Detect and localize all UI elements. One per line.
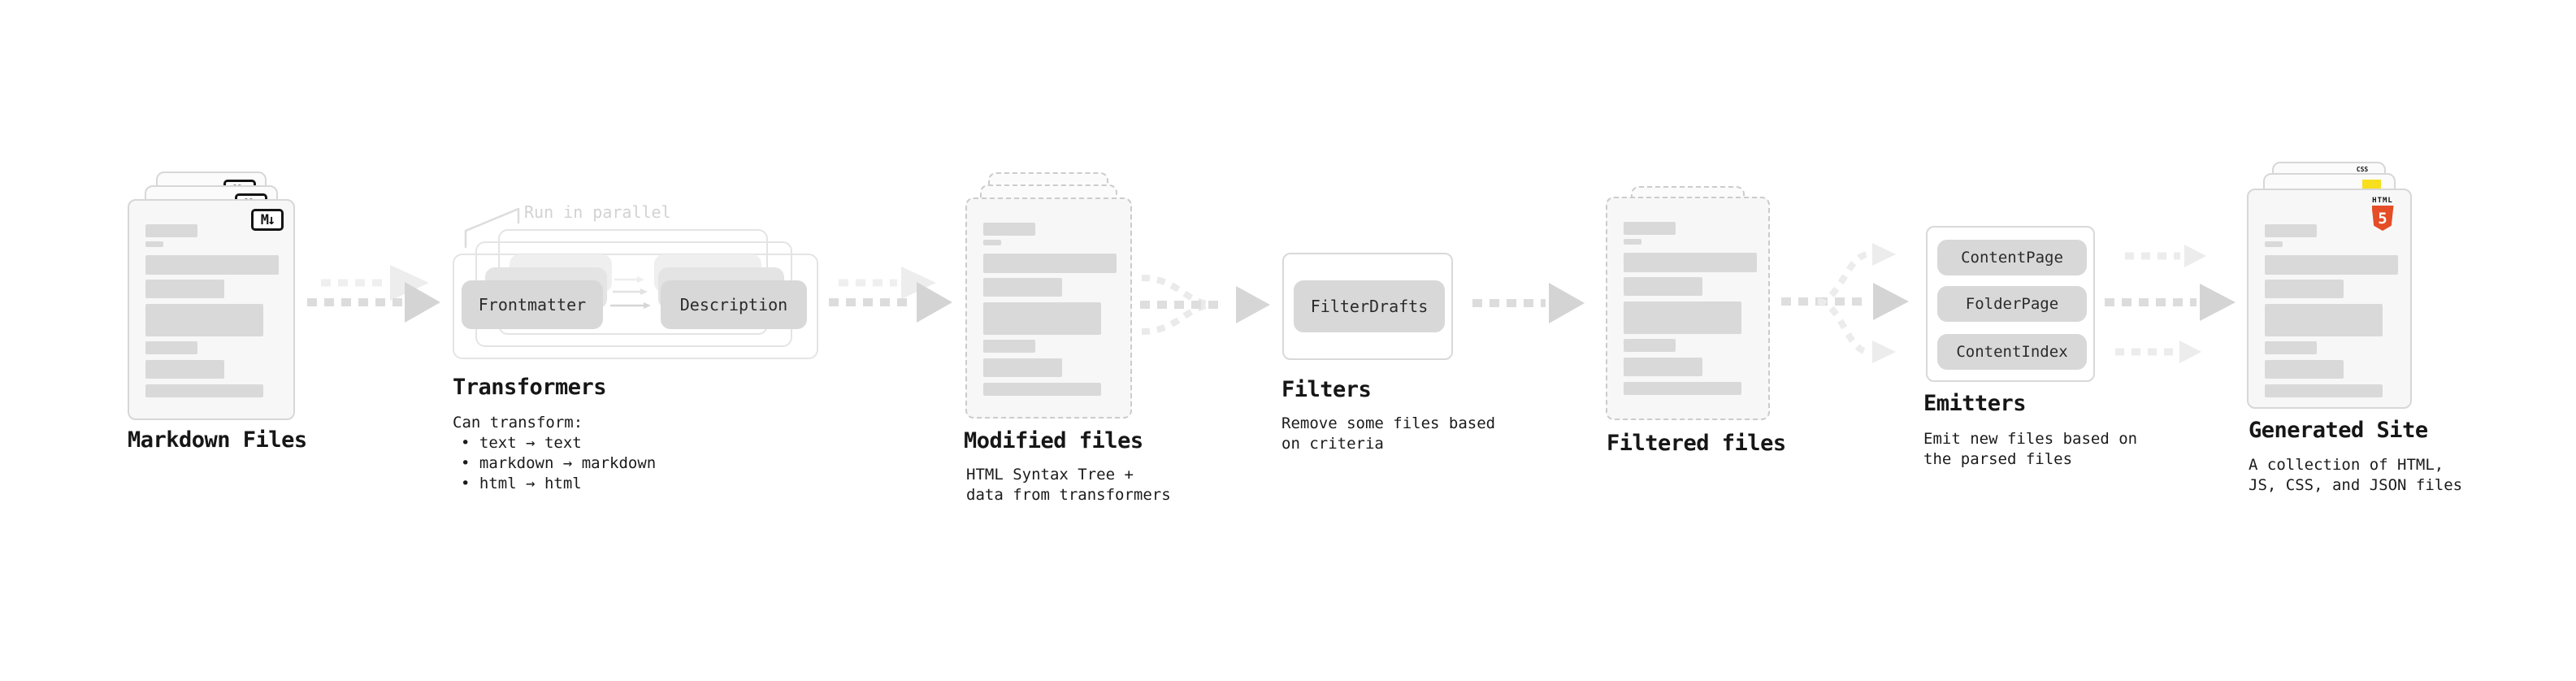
transformers-title: Transformers bbox=[453, 375, 607, 400]
skeleton-bar bbox=[145, 341, 197, 354]
bullet-item: • markdown → markdown bbox=[461, 454, 657, 472]
transformers-description: Can transform: • text → text • markdown … bbox=[453, 413, 656, 494]
subtitle-line: data from transformers bbox=[966, 486, 1171, 504]
skeleton-bar bbox=[145, 224, 197, 237]
skeleton-bar bbox=[2265, 384, 2383, 397]
skeleton-bar bbox=[2265, 241, 2283, 247]
document-skeleton bbox=[1624, 198, 1757, 395]
bullet-item: • html → html bbox=[461, 475, 582, 492]
emitters-box: ContentPage FolderPage ContentIndex bbox=[1926, 226, 2095, 382]
skeleton-bar bbox=[983, 358, 1062, 377]
transform-bullet-list: • text → text • markdown → markdown • ht… bbox=[453, 433, 656, 494]
document-skeleton bbox=[145, 201, 279, 397]
frontmatter-to-description-arrows bbox=[610, 276, 651, 309]
filter-drafts-pill: FilterDrafts bbox=[1294, 280, 1445, 332]
modified-files-title: Modified files bbox=[964, 428, 1143, 453]
skeleton-bar bbox=[1624, 277, 1702, 296]
content-page-pill: ContentPage bbox=[1937, 240, 2087, 275]
html5-label: HTML bbox=[2372, 197, 2393, 205]
html5-icon: HTML 5 bbox=[2365, 197, 2400, 231]
markdown-files-title: Markdown Files bbox=[128, 427, 307, 453]
skeleton-bar bbox=[145, 241, 163, 247]
skeleton-bar bbox=[2265, 360, 2344, 379]
bullet-item: • text → text bbox=[461, 434, 582, 452]
can-transform-heading: Can transform: bbox=[453, 414, 583, 432]
skeleton-bar bbox=[983, 240, 1001, 245]
frontmatter-pill: Frontmatter bbox=[462, 280, 603, 329]
skeleton-bar bbox=[1624, 358, 1702, 376]
skeleton-bar bbox=[145, 280, 224, 298]
skeleton-bar bbox=[2265, 224, 2317, 237]
document-skeleton bbox=[2265, 224, 2398, 397]
skeleton-bar bbox=[1624, 382, 1741, 395]
generated-site-title: Generated Site bbox=[2249, 418, 2428, 443]
skeleton-bar bbox=[983, 340, 1035, 353]
css-label: CSS bbox=[2356, 166, 2369, 173]
arrow-transformers-to-modified bbox=[829, 267, 952, 323]
filters-subtitle: Remove some files based on criteria bbox=[1281, 414, 1495, 454]
skeleton-bar bbox=[145, 384, 263, 397]
subtitle-line: Emit new files based on bbox=[1923, 430, 2138, 448]
arrow-modified-to-filters-fan-in bbox=[1140, 275, 1270, 335]
subtitle-line: JS, CSS, and JSON files bbox=[2249, 476, 2463, 494]
skeleton-bar bbox=[1624, 339, 1676, 352]
skeleton-bar bbox=[145, 304, 263, 336]
generated-site-card-front: HTML 5 bbox=[2247, 189, 2412, 409]
skeleton-bar bbox=[145, 255, 279, 275]
run-in-parallel-leader-line bbox=[464, 207, 520, 249]
skeleton-bar bbox=[1624, 253, 1757, 272]
skeleton-bar bbox=[983, 254, 1117, 273]
transformer-box-front bbox=[453, 254, 818, 359]
filters-box: FilterDrafts bbox=[1282, 253, 1453, 360]
emitters-title: Emitters bbox=[1923, 391, 2027, 416]
arrow-filters-to-filtered bbox=[1472, 283, 1585, 323]
markdown-file-card-front: M↓ bbox=[128, 199, 295, 420]
modified-files-subtitle: HTML Syntax Tree + data from transformer… bbox=[966, 465, 1171, 505]
subtitle-line: the parsed files bbox=[1923, 450, 2073, 468]
skeleton-bar bbox=[145, 360, 224, 379]
markdown-icon: M↓ bbox=[251, 209, 284, 231]
subtitle-line: on criteria bbox=[1281, 435, 1384, 453]
run-in-parallel-label: Run in parallel bbox=[524, 202, 671, 222]
filtered-file-card-front bbox=[1606, 197, 1770, 420]
arrow-filtered-to-emitters-fan-out bbox=[1781, 243, 1909, 363]
generated-site-subtitle: A collection of HTML, JS, CSS, and JSON … bbox=[2249, 455, 2462, 496]
skeleton-bar bbox=[983, 302, 1101, 335]
filters-title: Filters bbox=[1281, 377, 1372, 402]
skeleton-bar bbox=[1624, 301, 1741, 334]
subtitle-line: A collection of HTML, bbox=[2249, 456, 2444, 474]
skeleton-bar bbox=[1624, 222, 1676, 235]
skeleton-bar bbox=[1624, 239, 1641, 245]
skeleton-bar bbox=[983, 383, 1101, 396]
skeleton-bar bbox=[983, 278, 1062, 297]
arrows-emitters-to-generated bbox=[2105, 245, 2236, 363]
skeleton-bar bbox=[2265, 341, 2317, 354]
skeleton-bar bbox=[2265, 255, 2398, 275]
filtered-files-title: Filtered files bbox=[1607, 431, 1786, 456]
modified-file-card-front bbox=[965, 197, 1132, 419]
skeleton-bar bbox=[983, 223, 1035, 236]
document-skeleton bbox=[983, 199, 1117, 396]
subtitle-line: HTML Syntax Tree + bbox=[966, 466, 1134, 484]
skeleton-bar bbox=[2265, 280, 2344, 298]
arrow-markdown-to-transformers bbox=[307, 265, 440, 323]
content-index-pill: ContentIndex bbox=[1937, 334, 2087, 370]
description-pill: Description bbox=[661, 280, 807, 329]
skeleton-bar bbox=[2265, 304, 2383, 336]
folder-page-pill: FolderPage bbox=[1937, 286, 2087, 322]
subtitle-line: Remove some files based bbox=[1281, 414, 1496, 432]
emitters-subtitle: Emit new files based on the parsed files bbox=[1923, 429, 2137, 470]
javascript-icon bbox=[2362, 180, 2381, 190]
